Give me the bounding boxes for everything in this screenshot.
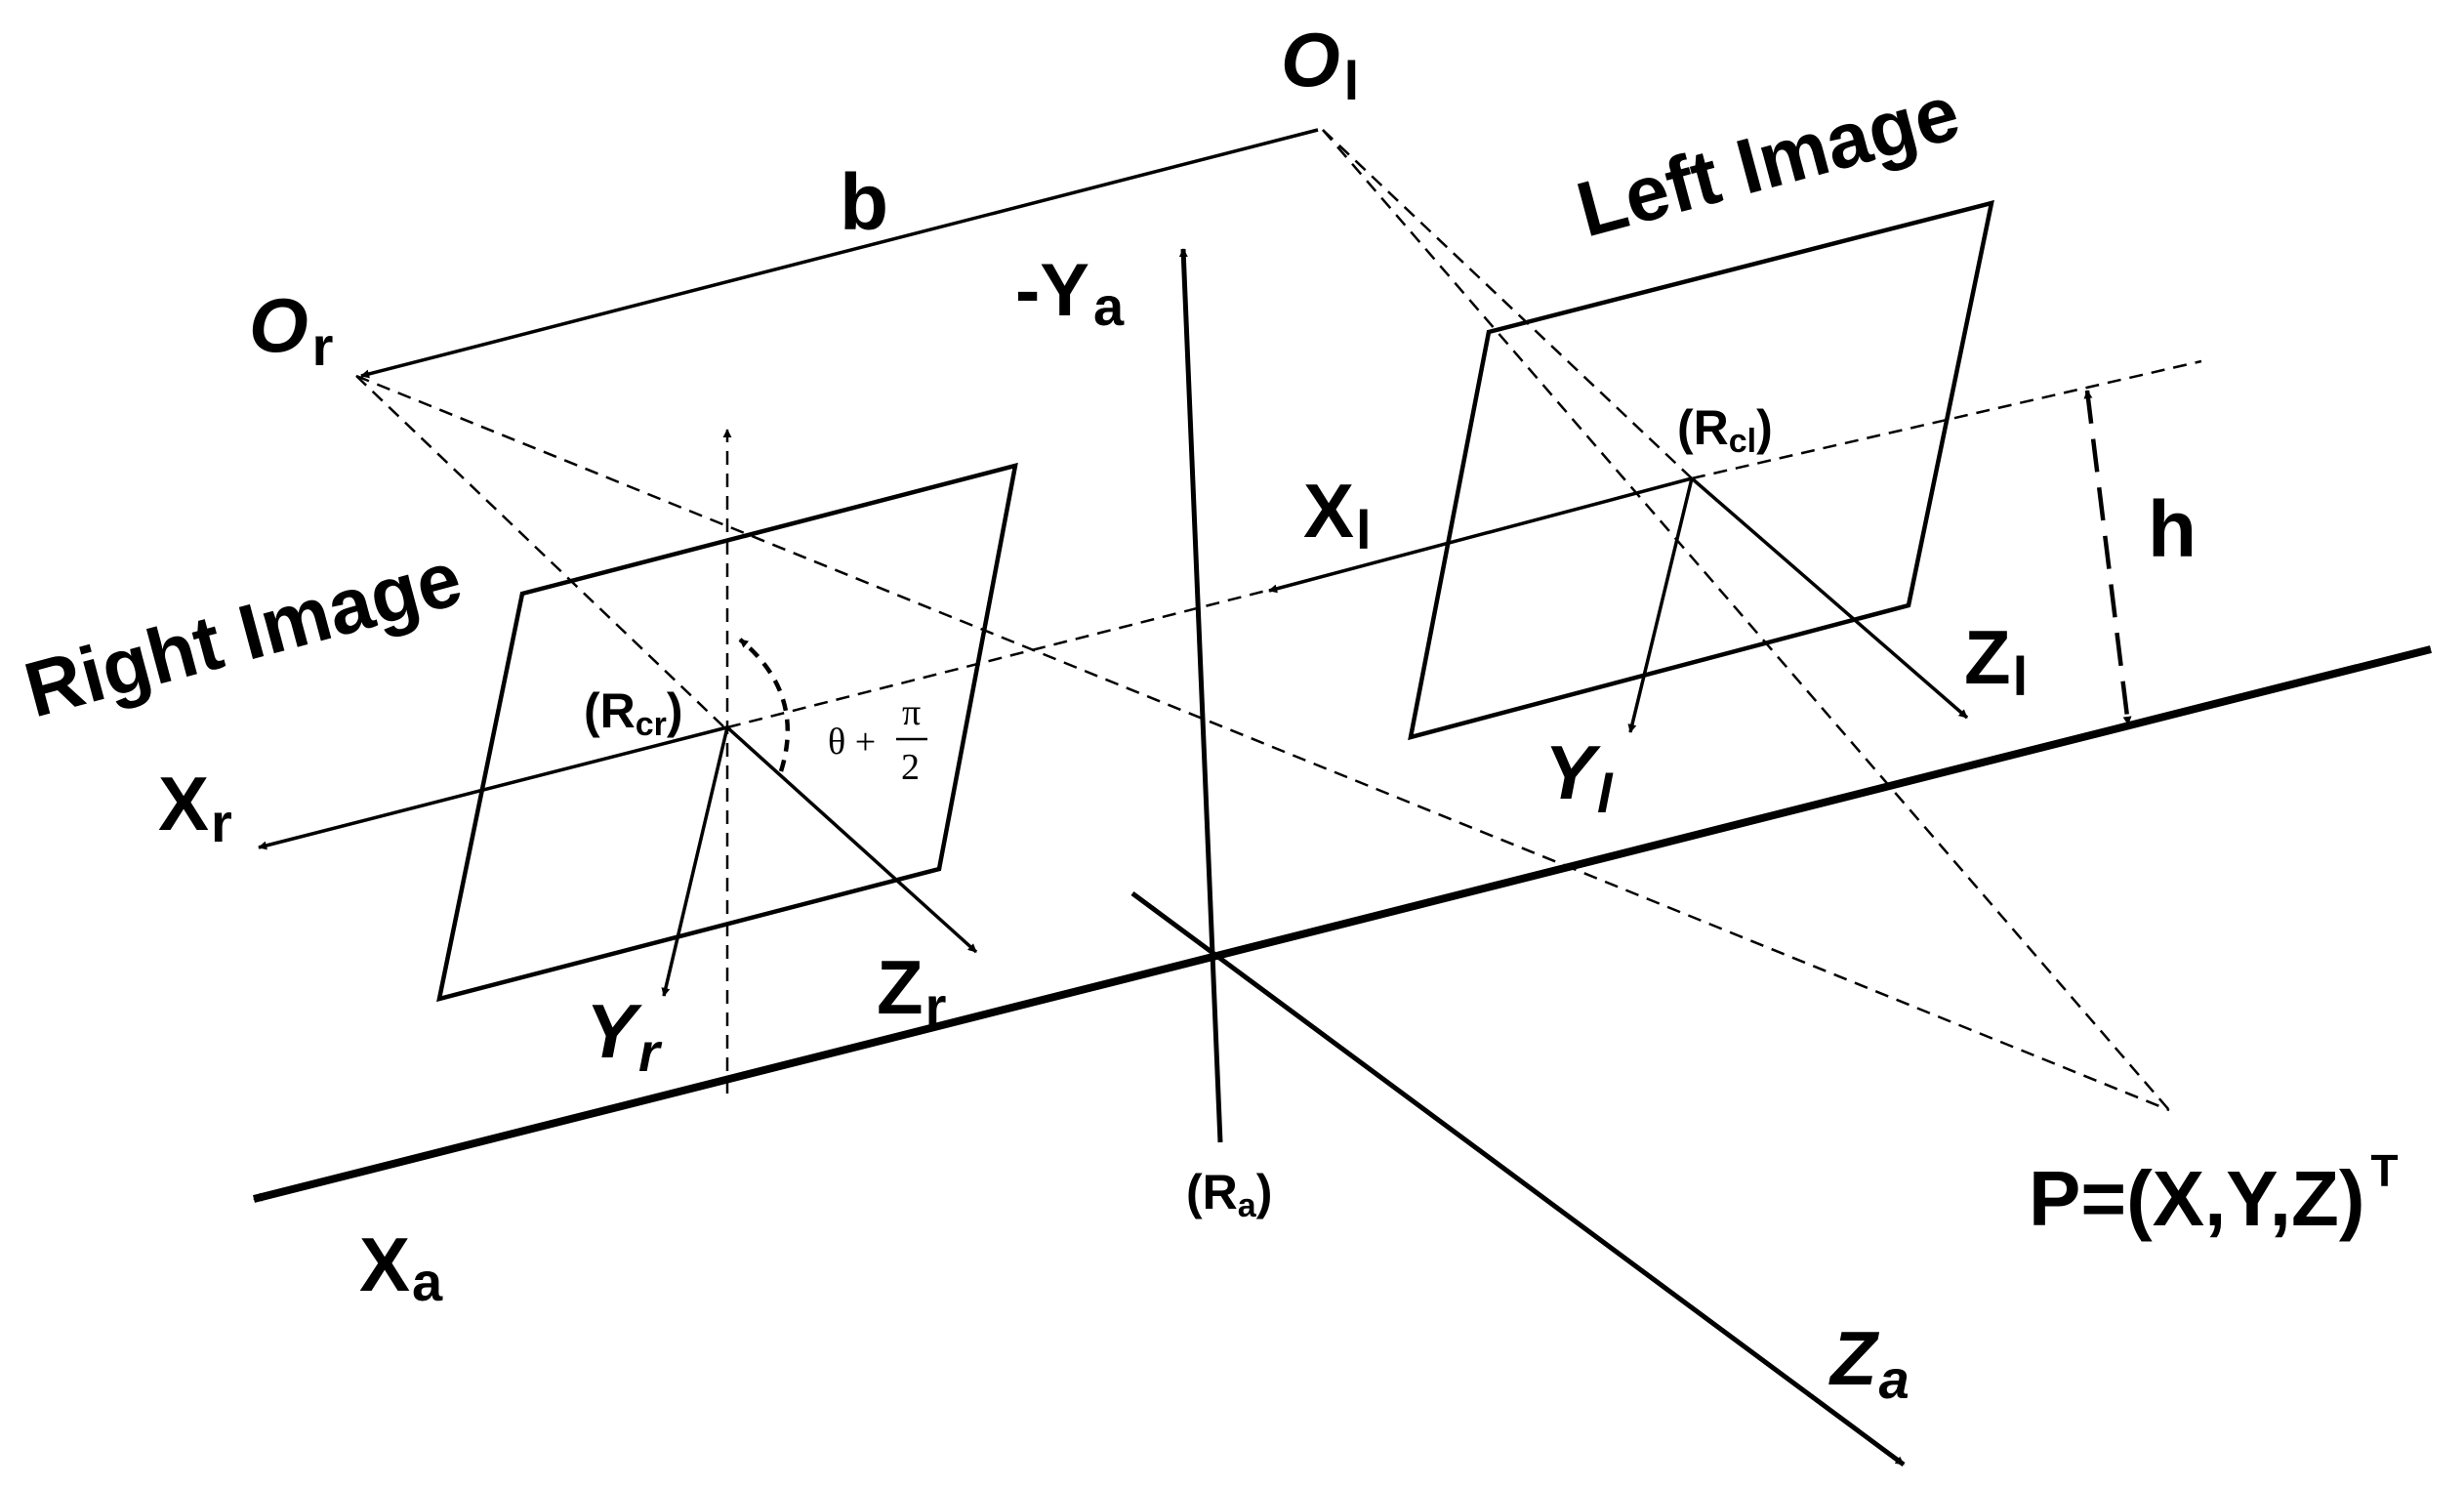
labels: Ol Or b Left Image Right Image -Ya (Rcl)… [16, 17, 2398, 1410]
right-image-plane [436, 462, 1018, 1003]
xr-axis [258, 725, 728, 850]
zr-label: Zr [877, 944, 946, 1037]
ray-ol-to-p [1322, 129, 2170, 1111]
ra-label: (Ra) [1186, 1165, 1272, 1224]
left-image-plane [1408, 199, 1994, 741]
rotation-angle-arc [738, 638, 790, 772]
angle-pi-text: π [902, 692, 921, 733]
zl-label: Zl [1964, 614, 2028, 707]
yl-axis [1627, 477, 1694, 733]
left-camera-axes [1268, 476, 1969, 733]
xl-axis [1268, 476, 1693, 594]
ray-ol-to-rcl [1322, 129, 1693, 479]
xr-label: Xr [158, 761, 232, 853]
xa-axis [253, 645, 2432, 1203]
or-label: Or [249, 282, 333, 377]
ray-or-to-rcr [355, 375, 725, 728]
left-camera-height-guide [1691, 359, 2202, 480]
ol-label: Ol [1281, 17, 1359, 111]
baseline-arrow [360, 128, 1319, 379]
right-image-title: Right Image [16, 534, 470, 733]
point-p-label: P=(X,Y,Z)T [2029, 1145, 2399, 1242]
zr-axis [725, 725, 978, 954]
za-label: Za [1828, 1315, 1910, 1410]
projection-rays [355, 129, 2202, 1112]
rcr-label: (Rcr) [584, 683, 683, 743]
angle-label: θ + π 2 [828, 692, 927, 788]
height-label: h [2148, 485, 2197, 574]
zl-axis [1690, 476, 1969, 720]
right-camera-axes [258, 725, 978, 997]
height-dimension-arrow [2083, 390, 2132, 725]
yr-axis [661, 726, 729, 997]
za-axis [1130, 890, 1906, 1467]
angle-two-text: 2 [901, 747, 920, 788]
angle-theta-text: θ + [828, 722, 876, 763]
world-axes [253, 248, 2432, 1467]
yl-label: Yl [1544, 729, 1614, 824]
xa-label: Xa [359, 1221, 443, 1312]
yr-label: Yr [586, 988, 663, 1083]
rcl-label: (Rcl) [1677, 400, 1773, 460]
baseline-label: b [840, 158, 888, 247]
optical-axis-connector [726, 587, 1275, 729]
neg-ya-label: -Ya [1015, 249, 1125, 337]
ray-or-to-p [355, 374, 2170, 1112]
xl-label: Xl [1303, 468, 1372, 560]
neg-ya-axis [1178, 248, 1223, 1143]
